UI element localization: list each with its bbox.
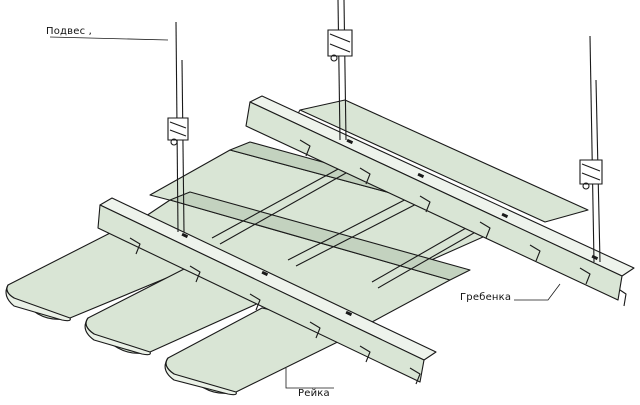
strip-3 — [371, 219, 481, 283]
callout-comb: Гребенка — [460, 283, 561, 303]
label-hanger: Подвес , — [46, 26, 92, 37]
carrier-combs — [97, 95, 635, 385]
comb-front-flange — [97, 204, 425, 383]
label-comb: Гребенка — [460, 292, 511, 303]
callouts: Подвес , Гребенка Рейка — [46, 26, 561, 399]
comb-front-teeth — [129, 237, 421, 385]
slat-front-b-roll — [84, 317, 151, 356]
strip-1 — [211, 167, 341, 239]
hangers — [167, 0, 603, 263]
strip-2b — [295, 197, 429, 267]
callout-hanger: Подвес , — [46, 26, 169, 41]
hanger-right — [579, 35, 603, 263]
callout-slat: Рейка — [285, 368, 334, 399]
strip-3b — [377, 225, 487, 289]
strip-1b — [219, 172, 347, 245]
strip-2 — [287, 191, 421, 261]
comb-back-flange — [245, 101, 623, 301]
hanger-middle — [327, 0, 353, 141]
slat-front-c-roll — [164, 357, 237, 396]
label-slat: Рейка — [298, 388, 330, 399]
slat-front-a-roll — [5, 284, 71, 322]
comb-slots — [181, 138, 599, 317]
hanger-left — [167, 21, 189, 233]
slat-back — [299, 99, 589, 223]
comb-back-teeth — [299, 139, 627, 307]
